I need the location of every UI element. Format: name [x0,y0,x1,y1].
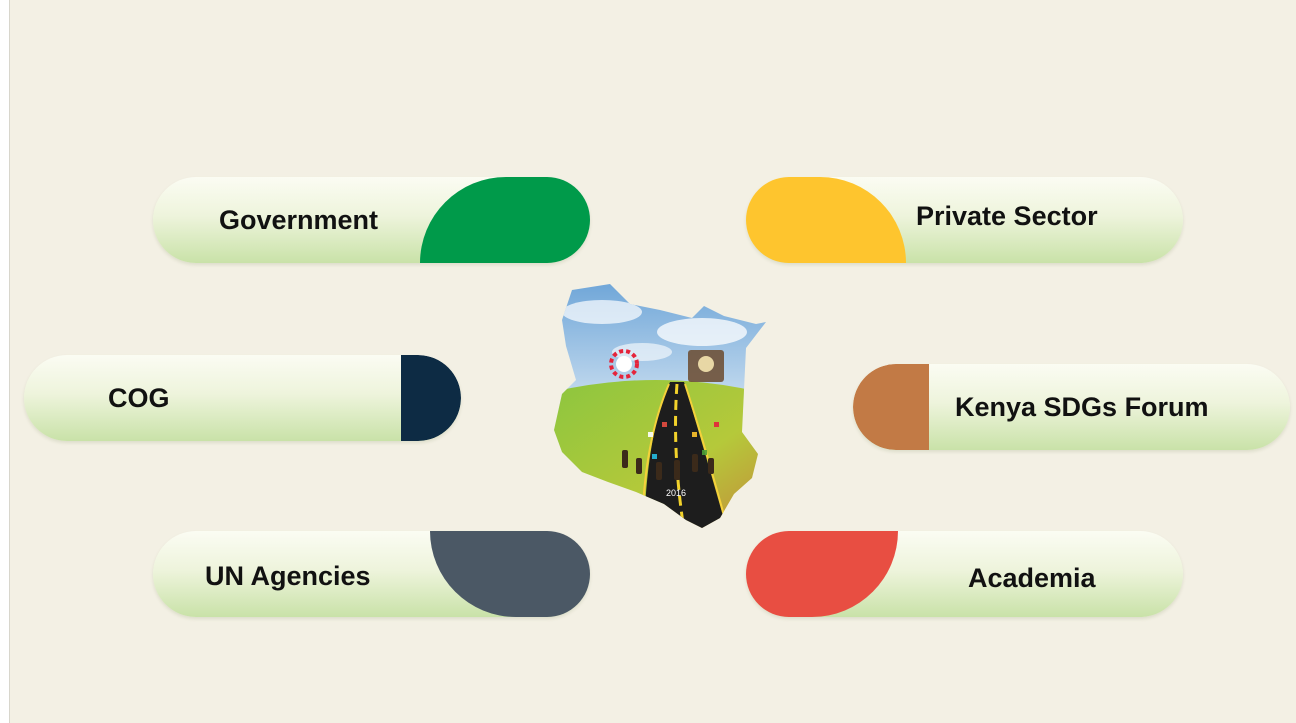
private-sector-accent-leaf [746,177,906,263]
private-sector-label: Private Sector [916,201,1098,231]
stakeholder-private-sector: Private Sector [746,177,1183,263]
government-accent-leaf [420,177,590,263]
un-agencies-label: UN Agencies [205,561,371,591]
cog-accent-cap [401,355,461,441]
un-agencies-accent-leaf [430,531,590,617]
stakeholder-academia: Academia [746,531,1183,617]
stakeholder-cog: COG [24,355,461,441]
stakeholder-kenya-sdgs-forum: Kenya SDGs Forum [853,364,1290,450]
academia-accent-leaf [746,531,898,617]
stakeholder-government: Government [153,177,590,263]
cog-label: COG [108,383,170,413]
stakeholder-un-agencies: UN Agencies [153,531,590,617]
kenya-sdgs-forum-accent-cap [853,364,929,450]
map-year-text: 2016 [666,488,686,498]
government-label: Government [219,205,379,235]
kenya-sdgs-forum-label: Kenya SDGs Forum [955,392,1209,422]
kenya-map-illustration: 2016 [554,284,766,528]
slide-left-border [0,0,10,723]
academia-label: Academia [968,563,1096,593]
